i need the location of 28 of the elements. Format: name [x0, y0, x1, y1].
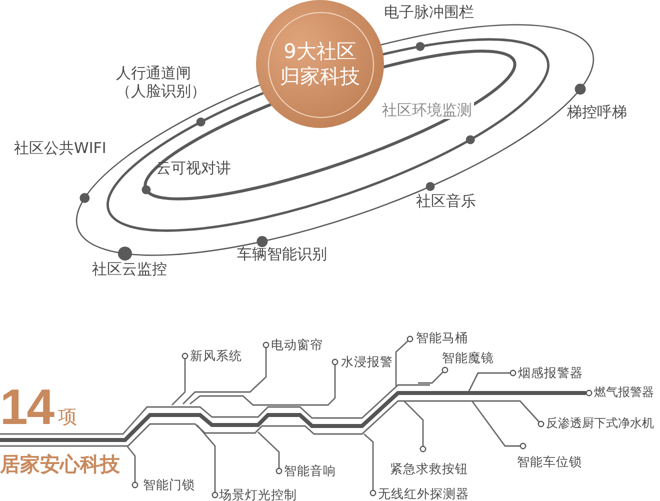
feature-label: 社区环境监测 [380, 101, 474, 119]
count-number: 14 [0, 382, 54, 432]
feature-label: 智能马桶 [416, 330, 468, 345]
section-heading: 项 [58, 406, 77, 429]
feature-label: 烟感报警器 [518, 365, 583, 380]
feature-label: 燃气报警器 [594, 385, 654, 400]
feature-label: 社区公共WIFI [14, 139, 106, 157]
feature-label: 社区云监控 [92, 260, 167, 278]
feature-label: 车辆智能识别 [237, 245, 327, 263]
feature-label: 电子脉冲围栏 [384, 3, 474, 21]
section-heading: 居家安心科技 [0, 452, 120, 476]
feature-label: 新风系统 [190, 348, 242, 363]
feature-label: 智能门锁 [143, 477, 195, 492]
feature-label: 反渗透厨下式净水机 [546, 416, 654, 430]
title-text: 9大社区 [284, 39, 356, 64]
feature-label: 智能音响 [284, 463, 336, 478]
feature-label: 水浸报警 [341, 354, 393, 369]
feature-label: 智能车位锁 [517, 454, 582, 469]
feature-label: 人行通道闸（人脸识别） [116, 64, 206, 100]
feature-label: 电动窗帘 [271, 337, 323, 352]
title-text: 归家科技 [280, 64, 360, 89]
feature-label: 社区音乐 [416, 192, 476, 210]
feature-label: 无线红外探测器 [378, 486, 469, 501]
feature-label: 梯控呼梯 [567, 103, 627, 121]
feature-label: 场景灯光控制 [219, 487, 297, 501]
feature-label: 紧急求救按钮 [390, 461, 468, 476]
feature-label: 智能魔镜 [442, 350, 494, 365]
feature-label: 云可视对讲 [156, 159, 231, 177]
